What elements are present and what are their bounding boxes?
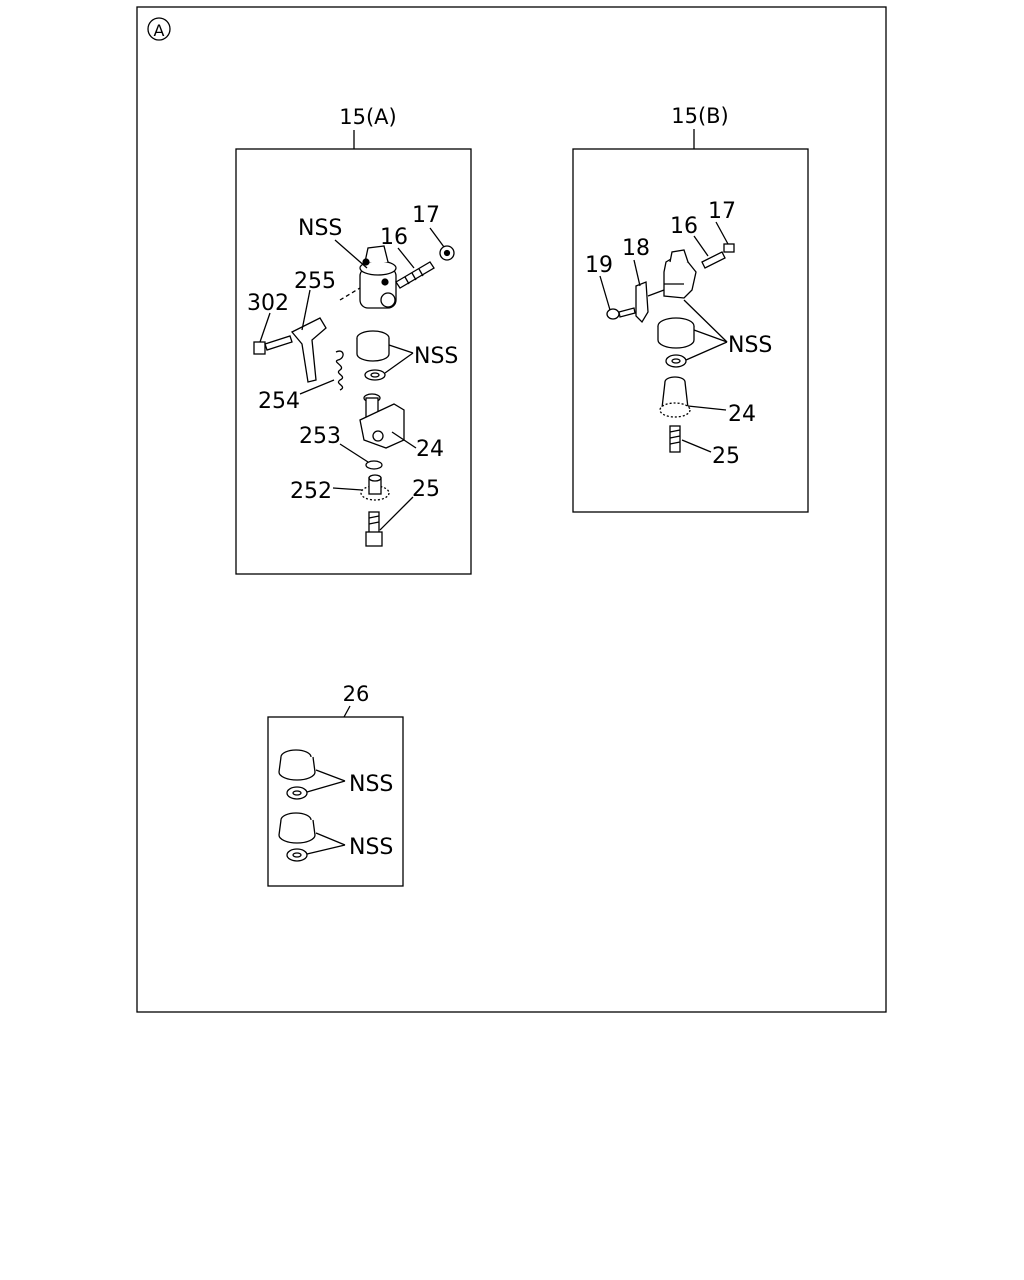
bolt-302-part xyxy=(253,335,293,355)
panel-15b-title: 15(B) xyxy=(671,104,729,128)
label-b-17: 17 xyxy=(708,199,736,224)
seal-kit-2-small-part xyxy=(286,848,308,862)
seal-small-part xyxy=(364,369,386,381)
clip-18-part xyxy=(635,281,649,324)
seal-b-small-part xyxy=(665,354,687,368)
screw-19-part xyxy=(606,307,636,320)
leader-b-16 xyxy=(693,235,709,257)
pin-25b-part xyxy=(669,425,681,453)
panel-26: 26 NSS NSS xyxy=(267,682,404,887)
seal-large-part xyxy=(356,330,390,362)
leader-254 xyxy=(299,379,335,395)
leader-302 xyxy=(259,312,271,343)
label-nss-mid: NSS xyxy=(414,344,458,369)
seal-kit-1-large-part xyxy=(278,749,316,781)
label-b-16: 16 xyxy=(670,214,698,239)
sheet-marker-letter: A xyxy=(154,21,165,40)
panel-15a: 15(A) xyxy=(235,105,472,575)
panel-26-frame xyxy=(267,716,404,887)
leader-b-18 xyxy=(633,259,641,287)
label-254: 254 xyxy=(258,389,300,414)
seal-kit-2-large-part xyxy=(278,812,316,844)
leader-b-nss-c xyxy=(685,341,728,361)
leader-b-24 xyxy=(687,405,727,411)
leader-26-nss1-b xyxy=(306,780,346,793)
label-b-18: 18 xyxy=(622,236,650,261)
label-b-25: 25 xyxy=(712,444,740,469)
gear-252-part xyxy=(360,474,390,501)
label-255: 255 xyxy=(294,269,336,294)
body-24-part xyxy=(359,393,405,449)
leader-nss-mid-a xyxy=(388,344,414,354)
label-25: 25 xyxy=(412,477,440,502)
leader-255 xyxy=(301,289,311,331)
label-26-nss2: NSS xyxy=(349,835,393,860)
leader-17 xyxy=(429,227,445,248)
cap-17b-part xyxy=(723,243,735,253)
leader-26-nss2-b xyxy=(306,844,346,855)
panel-15b: 15(B) xyxy=(572,104,809,513)
leader-26-nss2-a xyxy=(315,832,346,846)
lever-255-part xyxy=(290,317,327,383)
label-24: 24 xyxy=(416,437,444,462)
leader-nss-top xyxy=(334,239,368,269)
fitting-16-part xyxy=(395,261,435,289)
cap-17-part xyxy=(439,245,455,261)
label-16: 16 xyxy=(380,225,408,250)
body-24b-part xyxy=(659,376,691,418)
panel-26-title-leader xyxy=(343,705,351,718)
label-b-19: 19 xyxy=(585,253,613,278)
leader-b-25 xyxy=(681,439,712,453)
leader-b-17 xyxy=(715,221,729,245)
label-252: 252 xyxy=(290,479,332,504)
label-253: 253 xyxy=(299,424,341,449)
leader-253 xyxy=(339,443,369,463)
clip-18-link xyxy=(647,289,665,297)
leader-b-19 xyxy=(599,275,611,311)
panel-15b-frame xyxy=(572,148,809,513)
label-26-nss1: NSS xyxy=(349,772,393,797)
panel-26-title: 26 xyxy=(343,682,370,706)
leader-24 xyxy=(391,431,417,449)
leader-252 xyxy=(332,487,363,491)
leader-26-nss1-a xyxy=(315,769,346,782)
label-302: 302 xyxy=(247,291,289,316)
leader-nss-mid-b xyxy=(384,352,414,374)
leader-b-nss-a xyxy=(683,299,728,343)
leader-16 xyxy=(397,247,415,269)
leader-25 xyxy=(379,496,414,531)
spring-254-part xyxy=(335,350,344,391)
label-17: 17 xyxy=(412,203,440,228)
seal-kit-1-small-part xyxy=(286,786,308,800)
sheet-marker: A xyxy=(147,17,171,41)
label-b-24: 24 xyxy=(728,402,756,427)
screw-25-part xyxy=(365,511,383,547)
diagram-frame xyxy=(136,6,887,1013)
seal-b-large-part xyxy=(657,317,695,349)
housing-part xyxy=(359,245,397,309)
panel-15a-title: 15(A) xyxy=(339,105,396,129)
lever-255-dashed-line xyxy=(339,287,361,301)
washer-253-part xyxy=(365,460,383,470)
fitting-16b-part xyxy=(701,251,726,269)
leader-b-nss-b xyxy=(693,329,728,343)
label-b-nss: NSS xyxy=(728,333,772,358)
label-nss-top: NSS xyxy=(298,216,342,241)
housing-b-part xyxy=(663,249,697,299)
